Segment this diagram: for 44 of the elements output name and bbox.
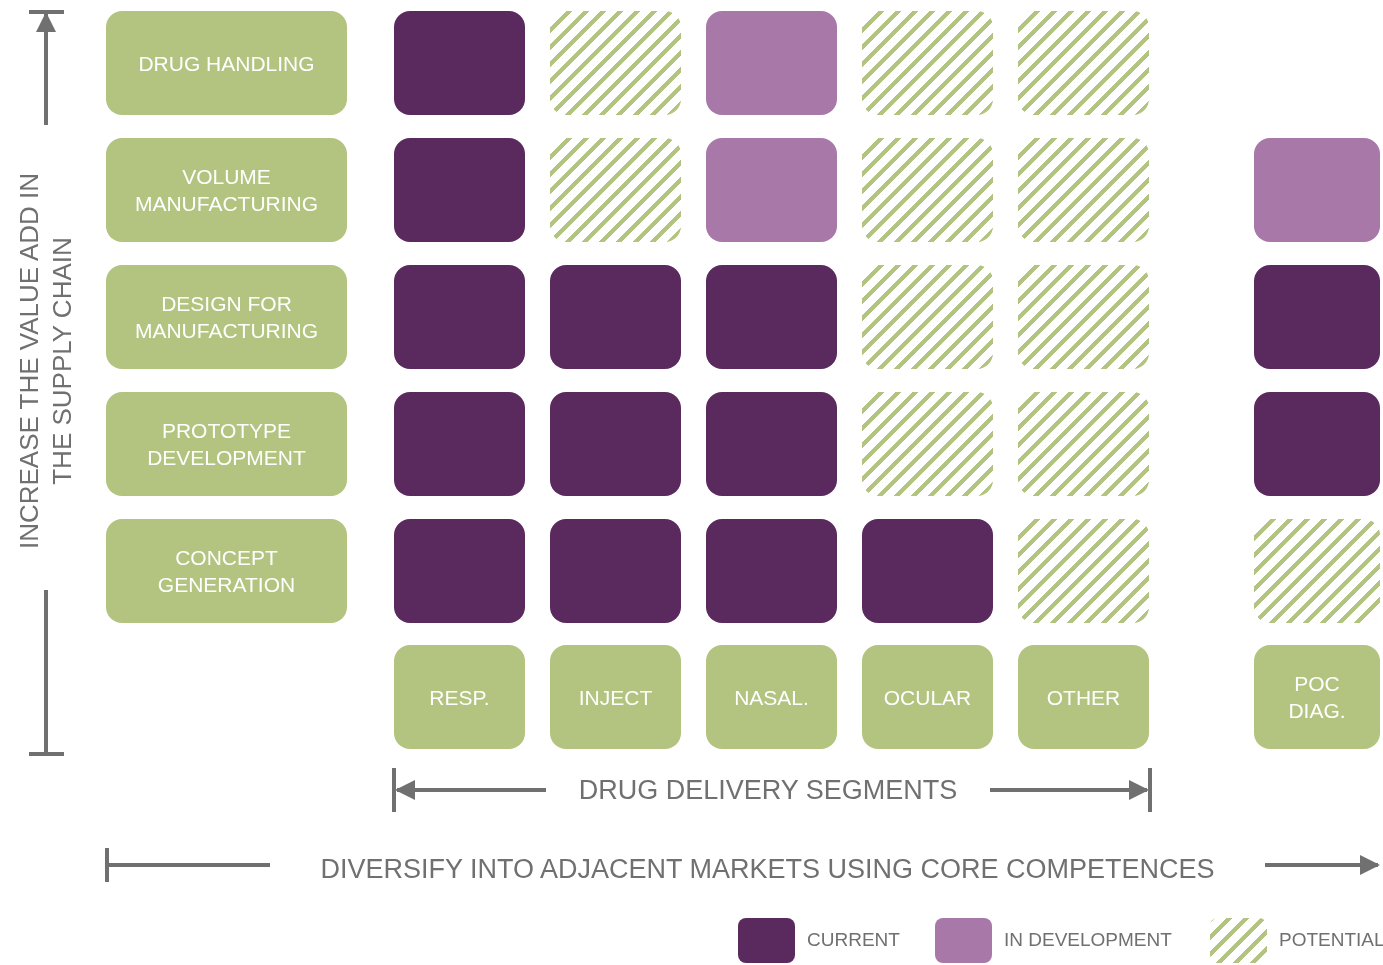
box-label: OTHER <box>1046 684 1121 711</box>
box-label: DRUG HANDLING <box>138 50 315 77</box>
legend-label: IN DEVELOPMENT <box>1004 928 1172 953</box>
stage-box <box>106 265 347 369</box>
axis-label: DIVERSIFY INTO ADJACENT MARKETS USING CORE COMPETENCES <box>319 853 1216 886</box>
status-box <box>394 138 525 242</box>
status-box <box>1254 265 1380 369</box>
box-label: PROTOTYPE DEVELOPMENT <box>146 418 307 471</box>
box-label: DESIGN FOR MANUFACTURING <box>133 291 320 344</box>
status-box <box>706 392 837 496</box>
box-label: CONCEPT GENERATION <box>156 545 297 598</box>
segment-box <box>862 645 993 749</box>
status-box <box>706 138 837 242</box>
segment-box <box>1254 645 1380 749</box>
status-box <box>550 519 681 623</box>
stage-box <box>106 519 347 623</box>
box-label: RESP. <box>429 684 490 711</box>
box-label: OCULAR <box>883 684 972 711</box>
status-box <box>394 265 525 369</box>
status-box <box>862 519 993 623</box>
segment-box <box>706 645 837 749</box>
status-box <box>550 392 681 496</box>
stage-box <box>106 11 347 115</box>
status-box <box>706 11 837 115</box>
legend-label: CURRENT <box>807 928 900 953</box>
status-box <box>394 11 525 115</box>
status-box <box>394 392 525 496</box>
status-box <box>1254 392 1380 496</box>
status-box <box>550 265 681 369</box>
status-box <box>394 519 525 623</box>
box-label: POC DIAG. <box>1287 671 1347 724</box>
stage-box <box>106 392 347 496</box>
status-box <box>1254 138 1380 242</box>
axis-label: DRUG DELIVERY SEGMENTS <box>577 774 959 807</box>
axis-label: INCREASE THE VALUE ADD IN THE SUPPLY CHAIN <box>13 171 78 552</box>
segment-box <box>394 645 525 749</box>
status-box <box>706 265 837 369</box>
box-label: NASAL. <box>734 684 809 711</box>
segment-box <box>550 645 681 749</box>
stage-box <box>106 138 347 242</box>
box-label: INJECT <box>578 684 653 711</box>
status-box <box>706 519 837 623</box>
segment-box <box>1018 645 1149 749</box>
box-label: VOLUME MANUFACTURING <box>133 164 320 217</box>
